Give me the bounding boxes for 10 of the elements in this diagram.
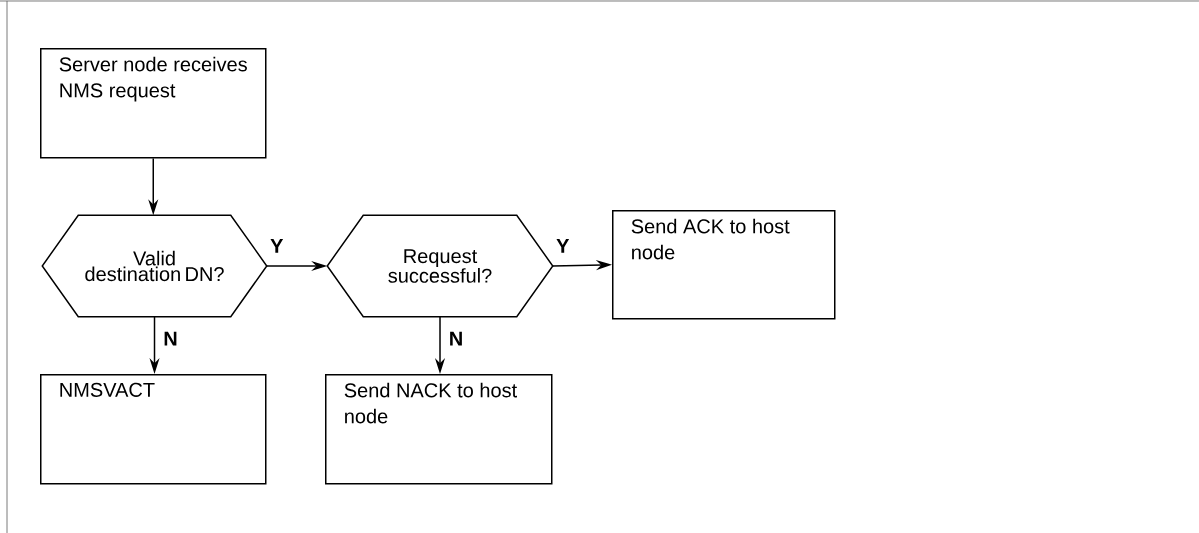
process-box: NMSVACT <box>40 374 267 485</box>
process-box: Server node receives NMS request <box>40 48 267 159</box>
decision-hexagon: Request successful? <box>326 214 554 318</box>
decision-hexagon: Valid destination DN? <box>41 214 268 318</box>
process-box: Send NACK to host node <box>325 374 553 485</box>
process-box: Send ACK to host node <box>612 210 836 320</box>
edge-label: N <box>450 331 462 346</box>
edge-label: Y <box>270 239 284 253</box>
edge-label: N <box>164 331 177 346</box>
edge-label: Y <box>556 239 570 253</box>
